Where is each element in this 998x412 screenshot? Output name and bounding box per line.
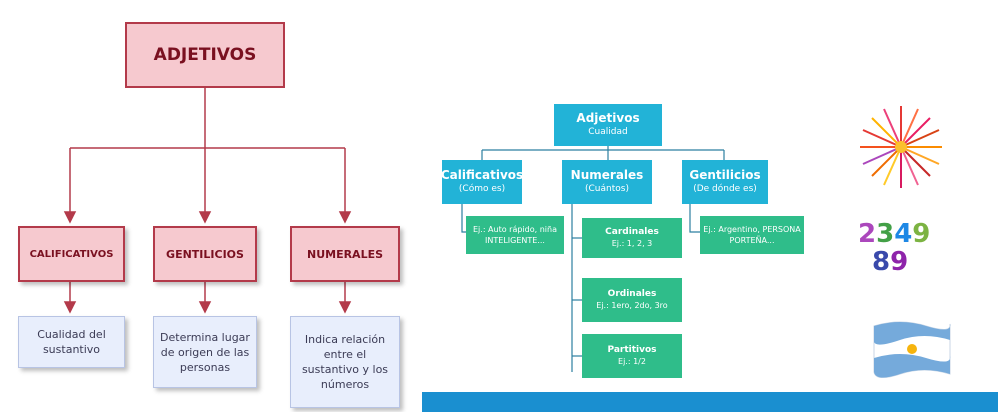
category-node-numerales: Numerales (Cuántos) [562,160,652,204]
example-gentilicios: Ej.: Argentino, PERSONA PORTEÑA... [700,216,804,254]
desc-node-calificativos: Cualidad del sustantivo [18,316,125,368]
category-label: NUMERALES [306,247,384,261]
numbers-illustration: 2349 89 [858,219,931,277]
left-diagram: ADJETIVOS CALIFICATIVOS GENTILICIOS NUME… [0,0,420,412]
category-node-calificativos: CALIFICATIVOS [18,226,125,282]
bottom-bar [422,392,998,412]
cardinales-node: Cardinales Ej.: 1, 2, 3 [582,218,682,258]
category-title: Gentilicios [689,168,761,182]
category-node-calificativos: Calificativos (Cómo es) [440,160,524,204]
ordinales-sub: Ej.: 1ero, 2do, 3ro [596,301,668,310]
right-connectors [461,146,725,372]
example-text: Ej.: Argentino, PERSONA PORTEÑA... [703,225,801,245]
cardinales-title: Cardinales [605,227,659,237]
root-label: ADJETIVOS [153,45,257,65]
ordinales-title: Ordinales [607,289,657,299]
connector-cal-example [461,204,466,233]
connector-gen-example [689,204,700,233]
argentina-flag-image [873,321,951,378]
category-title: Numerales [570,168,644,182]
category-label: GENTILICIOS [166,247,244,261]
root-node: ADJETIVOS [125,22,285,88]
left-connectors [63,88,352,314]
desc-text: Indica relación entre el sustantivo y lo… [301,333,389,391]
cardinales-sub: Ej.: 1, 2, 3 [611,239,653,248]
root-subtitle: Cualidad [588,127,628,137]
category-sub: (Cómo es) [458,184,506,194]
example-text: Ej.: Auto rápido, niña INTELIGENTE... [473,225,557,245]
partitivos-title: Partitivos [607,345,657,355]
firework-illustration [860,106,942,188]
ordinales-node: Ordinales Ej.: 1ero, 2do, 3ro [582,278,682,322]
category-sub: (De dónde es) [693,184,757,194]
category-title: Calificativos [440,168,524,182]
arrow-mid [198,211,212,224]
example-calificativos: Ej.: Auto rápido, niña INTELIGENTE... [466,216,564,254]
category-sub: (Cuántos) [585,184,629,194]
category-node-gentilicios: Gentilicios (De dónde es) [682,160,768,204]
desc-node-gentilicios: Determina lugar de origen de las persona… [153,316,257,388]
arrow-left-desc [63,301,77,314]
partitivos-node: Partitivos Ej.: 1/2 [582,334,682,378]
desc-node-numerales: Indica relación entre el sustantivo y lo… [290,316,400,408]
desc-text: Cualidad del sustantivo [37,328,106,356]
arrow-mid-desc [198,301,212,314]
partitivos-sub: Ej.: 1/2 [618,357,646,366]
root-node: Adjetivos Cualidad [554,104,662,146]
root-title: Adjetivos [576,111,640,125]
arrow-right-desc [338,301,352,314]
category-label: CALIFICATIVOS [29,248,114,260]
category-node-numerales: NUMERALES [290,226,400,282]
right-diagram: Adjetivos Cualidad Calificativos (Cómo e… [422,0,998,412]
category-node-gentilicios: GENTILICIOS [153,226,257,282]
arrow-left [63,211,77,224]
desc-text: Determina lugar de origen de las persona… [160,330,250,374]
arrow-right [338,211,352,224]
